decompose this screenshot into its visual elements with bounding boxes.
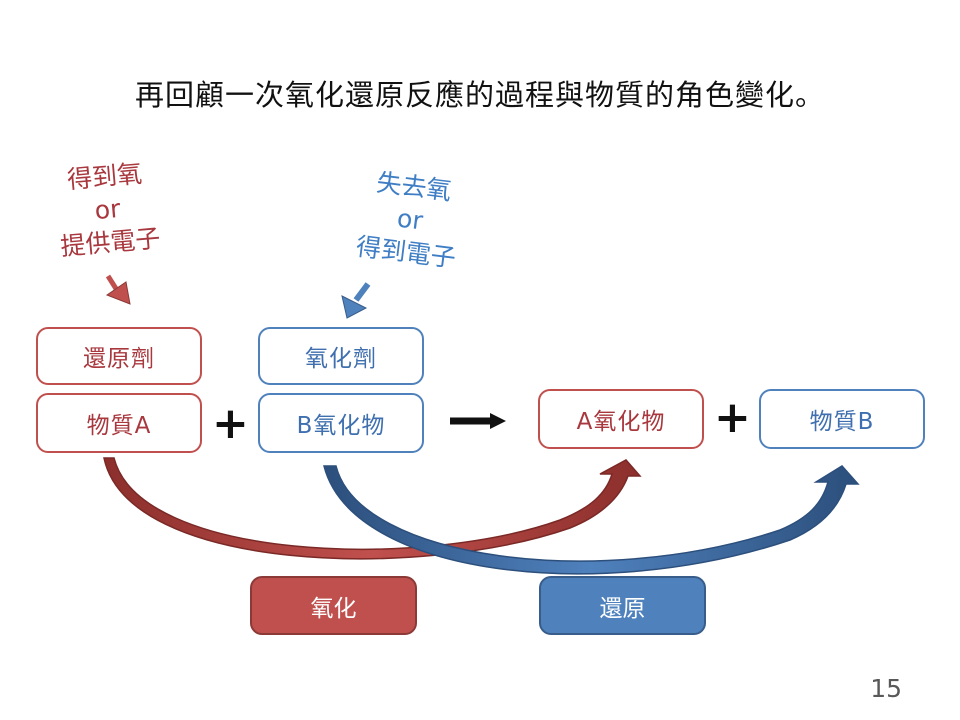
substance-b-box: 物質B xyxy=(759,389,925,449)
page-number: 15 xyxy=(870,674,902,703)
slide-title: 再回顧一次氧化還原反應的過程與物質的角色變化。 xyxy=(134,78,825,112)
oxidation-curve-arrow xyxy=(103,457,642,560)
b-oxide-box: B氧化物 xyxy=(258,393,424,453)
oxidizer-role-box: 氧化劑 xyxy=(258,327,424,385)
reducer-note: 得到氧 or 提供電子 xyxy=(36,154,179,264)
oxidizer-note: 失去氧 or 得到電子 xyxy=(334,162,485,277)
substance-a-box: 物質A xyxy=(36,393,202,453)
plus-sign-products: + xyxy=(714,392,751,443)
plus-sign-reactants: + xyxy=(212,398,249,449)
reducer-role-box: 還原劑 xyxy=(36,327,202,385)
reduction-label: 還原 xyxy=(539,576,706,635)
reduction-curve-arrow xyxy=(323,465,860,575)
reaction-arrow xyxy=(450,413,506,429)
red-pointer-arrow xyxy=(105,274,131,305)
a-oxide-box: A氧化物 xyxy=(538,389,704,449)
blue-pointer-arrow xyxy=(341,282,371,319)
oxidation-label: 氧化 xyxy=(250,576,417,635)
